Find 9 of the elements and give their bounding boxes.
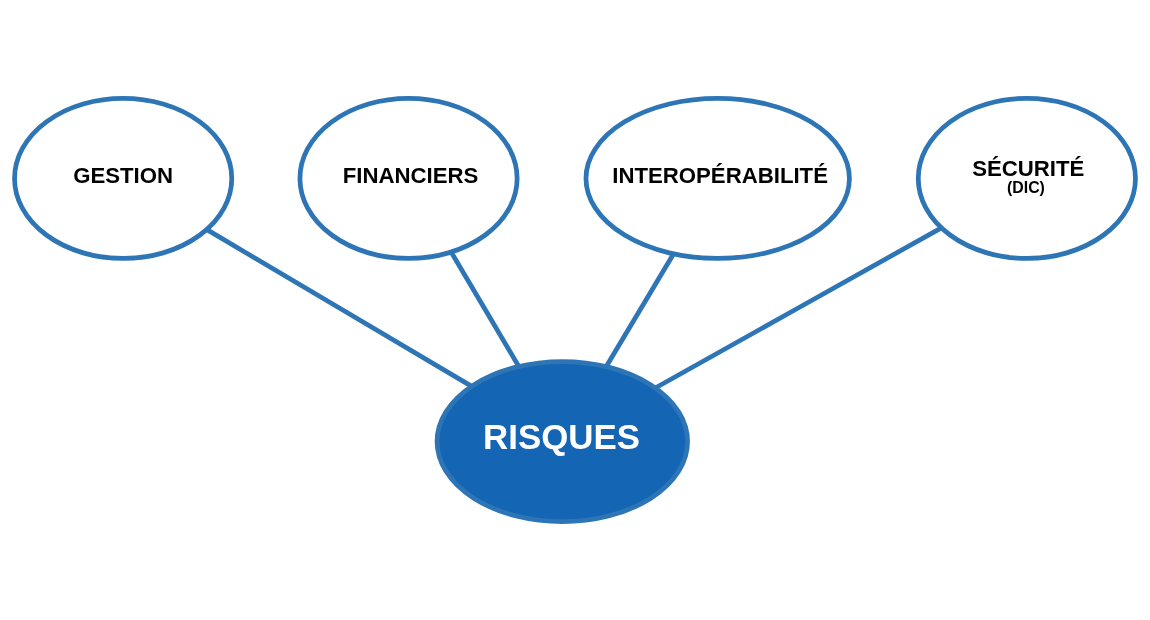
- connector: [604, 252, 676, 368]
- node-ellipse: GESTION: [12, 95, 235, 261]
- connector: [449, 250, 521, 368]
- node-ellipse: INTEROPÉRABILITÉ: [583, 95, 852, 261]
- node-ellipse: RISQUES: [434, 359, 690, 525]
- node-ellipse: FINANCIERS: [297, 95, 520, 261]
- connector: [654, 225, 943, 390]
- node-ellipse: SÉCURITÉ (DIC): [915, 95, 1138, 261]
- connector: [206, 227, 473, 389]
